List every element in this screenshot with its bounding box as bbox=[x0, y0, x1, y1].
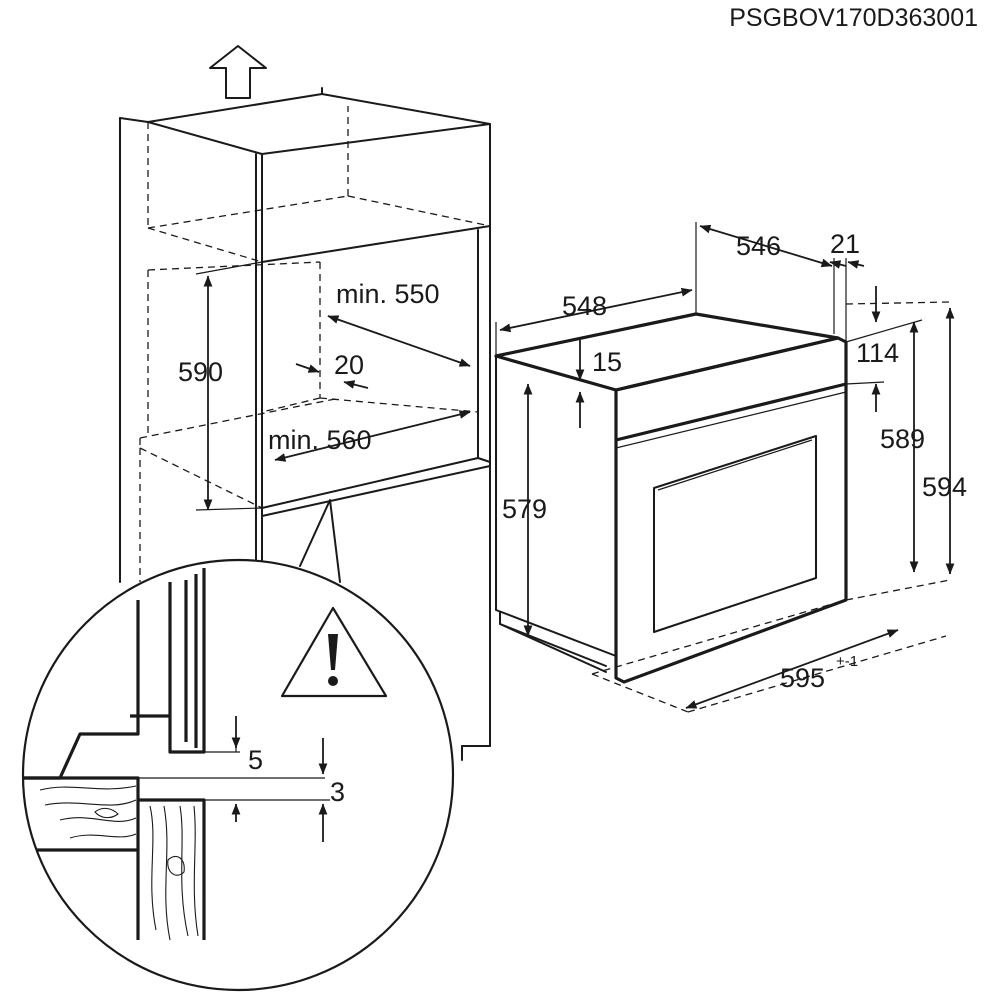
cabinet-height-label: 590 bbox=[178, 357, 223, 387]
oven-body-depth-label: 546 bbox=[736, 231, 781, 261]
wood-grain-board bbox=[149, 805, 199, 941]
warning-triangle-icon bbox=[280, 606, 388, 698]
oven-dimensions bbox=[495, 222, 955, 709]
detail-gap-5-label: 5 bbox=[248, 745, 263, 775]
oven-depth-label: 548 bbox=[562, 291, 607, 321]
oven-total-height-label: 594 bbox=[922, 472, 967, 502]
oven-body-height-label: 579 bbox=[502, 494, 547, 524]
oven-width-label: 595 bbox=[780, 663, 825, 693]
cabinet-dimensions bbox=[195, 261, 471, 511]
cabinet-hidden-lines bbox=[139, 106, 491, 582]
oven-top-offset-label: 15 bbox=[592, 347, 622, 377]
oven-panel-label: 114 bbox=[856, 338, 899, 368]
cabinet-width-label: min. 560 bbox=[268, 425, 372, 455]
detail-circle bbox=[21, 558, 455, 992]
cabinet-depth-label: min. 550 bbox=[336, 279, 440, 309]
oven-body bbox=[494, 312, 848, 684]
document-code: PSGBOV170D363001 bbox=[729, 4, 978, 32]
oven-front-height-label: 589 bbox=[880, 424, 925, 454]
oven-width-tolerance-label: +-1 bbox=[836, 653, 858, 670]
cabinet-outline bbox=[119, 87, 491, 761]
up-arrow-icon bbox=[209, 45, 267, 99]
oven-front-thickness-label: 21 bbox=[830, 229, 860, 259]
detail-dimensions bbox=[231, 716, 328, 842]
cabinet-gap-label: 20 bbox=[334, 350, 364, 380]
wood-grain-shelf bbox=[39, 785, 137, 839]
detail-gap-3-label: 3 bbox=[330, 777, 345, 807]
